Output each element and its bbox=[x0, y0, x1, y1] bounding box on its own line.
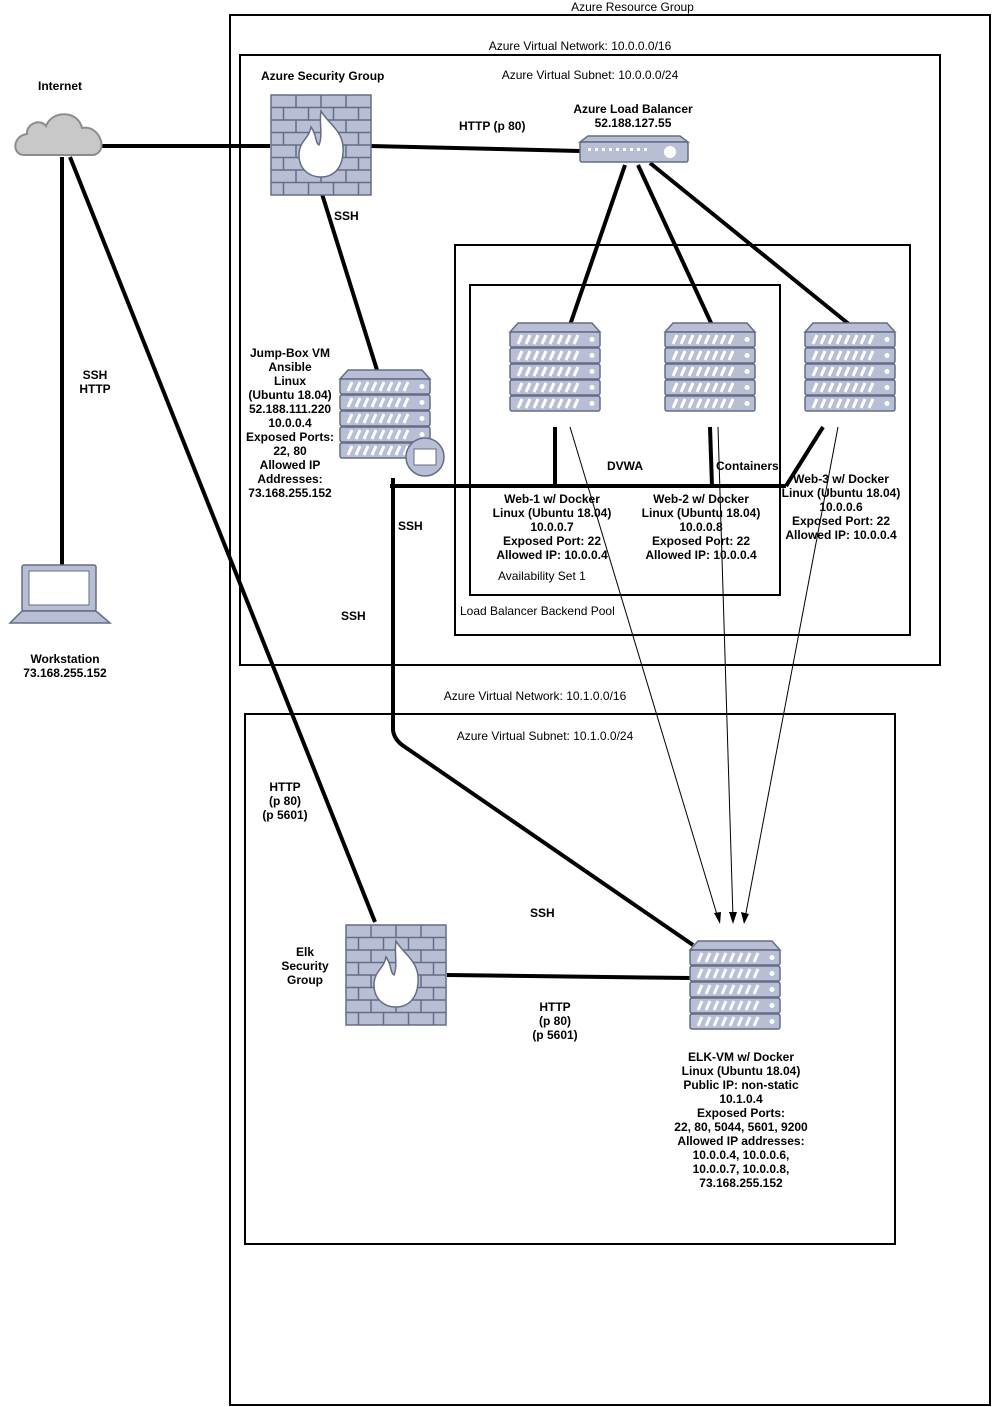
load-balancer-icon bbox=[577, 135, 691, 163]
ssh-http-label: SSH HTTP bbox=[79, 368, 111, 396]
ssh-top-label: SSH bbox=[334, 209, 359, 223]
http-elk-left-label: HTTP (p 80) (p 5601) bbox=[262, 780, 308, 822]
jumpbox-to-elk-ssh-link bbox=[391, 478, 695, 947]
monitor-icon bbox=[405, 437, 445, 477]
jump-box-label: Jump-Box VM Ansible Linux (Ubuntu 18.04)… bbox=[245, 346, 335, 500]
web1-to-elk-arrow bbox=[569, 426, 719, 919]
elk-security-group-label: Elk Security Group bbox=[281, 945, 329, 987]
vnet1-title: Azure Virtual Network: 10.0.0.0/16 bbox=[488, 39, 672, 53]
http-p80-label: HTTP (p 80) bbox=[459, 119, 526, 133]
azure-security-group-label: Azure Security Group bbox=[261, 69, 385, 83]
web3-label: Web-3 w/ Docker Linux (Ubuntu 18.04) 10.… bbox=[781, 472, 901, 542]
resource-group-title: Azure Resource Group bbox=[571, 0, 694, 14]
vnet1-box bbox=[239, 54, 941, 666]
ssh-elk-label: SSH bbox=[530, 906, 555, 920]
load-balancer-to-web1-link bbox=[568, 164, 627, 326]
internet-label: Internet bbox=[38, 79, 83, 93]
backend-pool-box bbox=[454, 244, 911, 636]
firewall-icon bbox=[345, 924, 447, 1026]
resource-group-box bbox=[229, 14, 991, 1406]
security-group-to-jumpbox-link bbox=[320, 193, 379, 371]
subnet2-title: Azure Virtual Subnet: 10.1.0.0/24 bbox=[456, 729, 634, 743]
web1-label: Web-1 w/ Docker Linux (Ubuntu 18.04) 10.… bbox=[492, 492, 612, 562]
load-balancer-to-web2-link bbox=[636, 164, 714, 326]
web1-arrowhead bbox=[714, 912, 721, 924]
http-elk-right-label: HTTP (p 80) (p 5601) bbox=[532, 1000, 578, 1042]
load-balancer-label: Azure Load Balancer 52.188.127.55 bbox=[573, 102, 693, 130]
elk-security-group-to-elk-vm-link bbox=[446, 973, 691, 980]
vnet2-box bbox=[244, 713, 896, 1245]
workstation-label: Workstation 73.168.255.152 bbox=[23, 652, 107, 680]
containers-label: Containers bbox=[716, 459, 779, 473]
server-icon bbox=[508, 321, 602, 413]
load-balancer-to-web3-link bbox=[648, 161, 852, 327]
backend-pool-title: Load Balancer Backend Pool bbox=[460, 604, 615, 618]
dvwa-label: DVWA bbox=[607, 459, 643, 473]
server-icon bbox=[803, 321, 897, 413]
vnet2-title: Azure Virtual Network: 10.1.0.0/16 bbox=[443, 689, 627, 703]
web2-ssh-drop-link bbox=[708, 426, 714, 487]
web3-to-elk-arrow bbox=[744, 426, 839, 919]
cloud-icon bbox=[14, 113, 103, 156]
web3-arrowhead bbox=[741, 912, 749, 924]
elk-vm-label: ELK-VM w/ Docker Linux (Ubuntu 18.04) Pu… bbox=[674, 1050, 808, 1190]
availability-set-title: Availability Set 1 bbox=[498, 569, 586, 583]
web2-label: Web-2 w/ Docker Linux (Ubuntu 18.04) 10.… bbox=[641, 492, 761, 562]
web3-ssh-drop-link bbox=[784, 425, 825, 488]
subnet1-title: Azure Virtual Subnet: 10.0.0.0/24 bbox=[501, 68, 679, 82]
security-group-to-load-balancer-link bbox=[369, 144, 581, 153]
server-icon bbox=[663, 321, 757, 413]
availability-set-box bbox=[469, 284, 781, 596]
laptop-icon bbox=[8, 564, 113, 624]
server-icon bbox=[688, 939, 782, 1031]
ssh-mid-label: SSH bbox=[398, 519, 423, 533]
internet-to-elk-security-group-link bbox=[68, 156, 377, 923]
ssh-left-label: SSH bbox=[341, 609, 366, 623]
web2-to-elk-arrow bbox=[717, 426, 734, 919]
firewall-icon bbox=[270, 94, 372, 196]
web2-arrowhead bbox=[729, 912, 737, 924]
